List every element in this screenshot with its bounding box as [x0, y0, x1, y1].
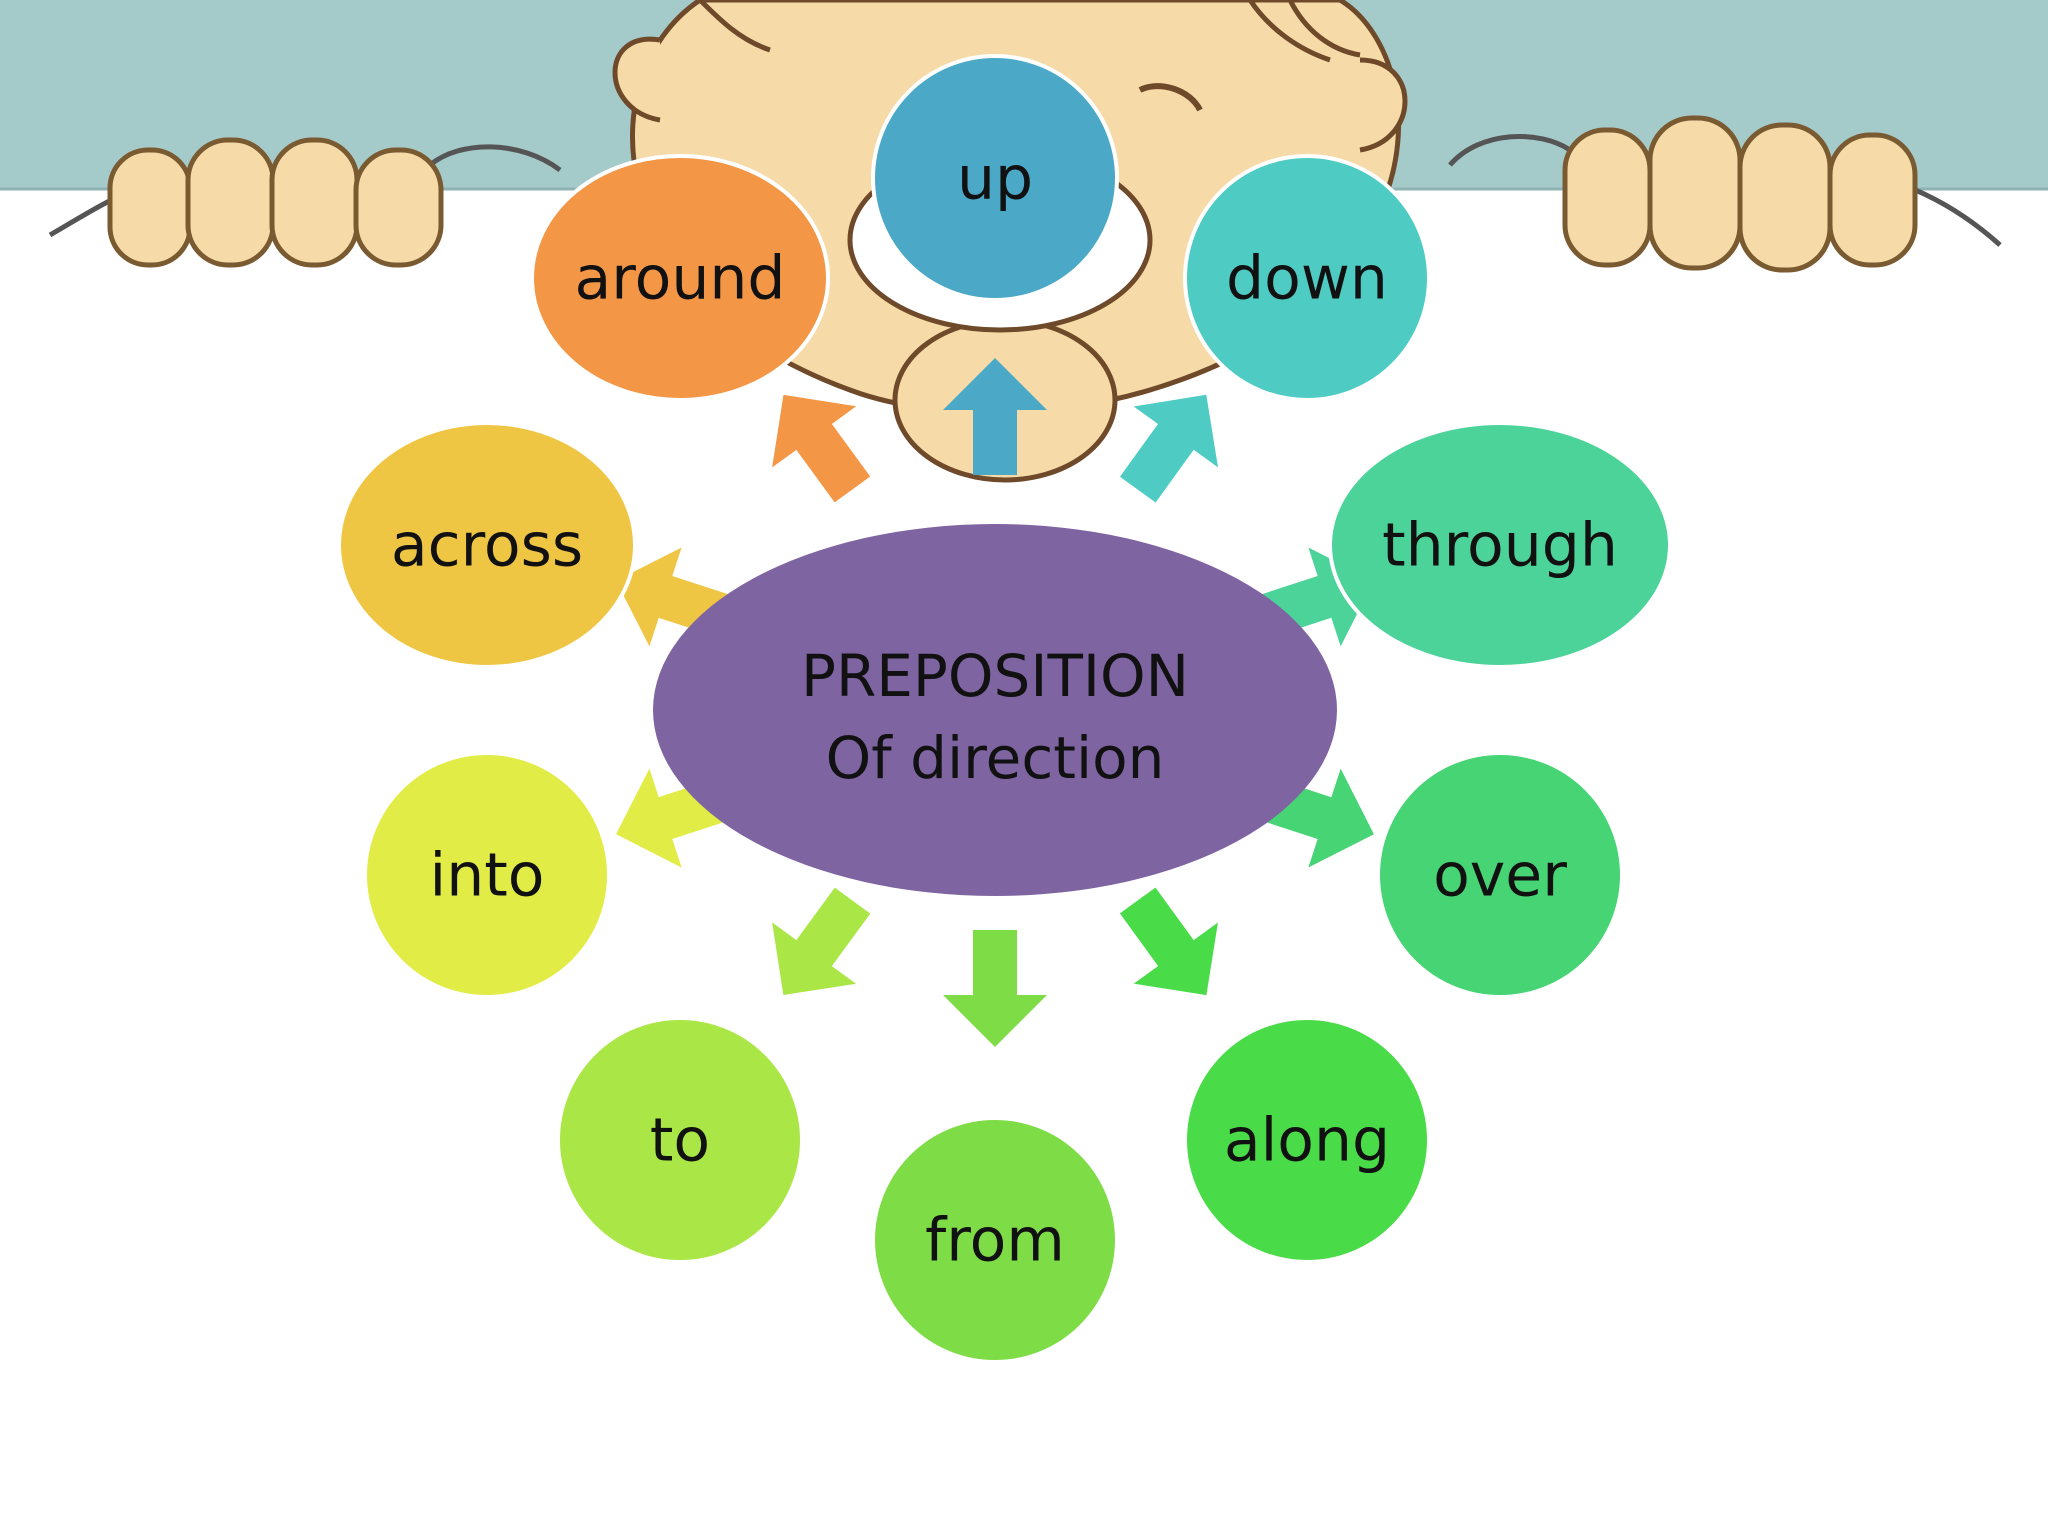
arrow-around: [772, 394, 871, 503]
bubble-through: through: [1328, 421, 1672, 669]
arrow-shape: [1119, 887, 1218, 996]
bubble-label: around: [575, 244, 786, 314]
bubble-label: to: [650, 1106, 710, 1176]
bubble-label: down: [1226, 244, 1388, 314]
bubble-label: across: [391, 511, 583, 581]
center-ellipse: [653, 524, 1337, 896]
finger: [1562, 127, 1653, 268]
bubble-label: into: [430, 841, 545, 911]
center-subtitle: Of direction: [826, 724, 1165, 792]
arrow-up: [943, 358, 1047, 475]
bubble-shape: [363, 751, 611, 999]
bubble-shape: [337, 421, 637, 669]
bubble-label: through: [1382, 511, 1618, 581]
bubble-shape: [530, 154, 830, 402]
arrow-to: [772, 887, 871, 996]
bubble-over: over: [1376, 751, 1624, 999]
finger: [1737, 122, 1833, 273]
bubble-down: down: [1183, 154, 1431, 402]
bubble-group: up down through over along from to into across ar…: [337, 54, 1672, 1364]
arrow-shape: [1119, 394, 1219, 503]
bubble-shape: [1328, 421, 1672, 669]
right-hand: [1448, 115, 2002, 273]
arrow-shape: [943, 930, 1047, 1047]
center-node: PREPOSITION Of direction: [653, 524, 1337, 896]
bubble-shape: [1183, 154, 1431, 402]
bubble-label: over: [1433, 841, 1567, 911]
finger: [353, 147, 444, 268]
hair-line: [698, 0, 771, 53]
right-eye: [1138, 83, 1203, 112]
arrow-along: [1119, 887, 1218, 996]
bubble-across: across: [337, 421, 637, 669]
bubble-into: into: [363, 751, 611, 999]
finger: [1827, 132, 1918, 268]
right-ear: [1359, 57, 1408, 153]
bubble-label: up: [957, 144, 1033, 214]
left-ear: [612, 36, 661, 123]
bubble-shape: [1376, 751, 1624, 999]
arrow-shape: [772, 887, 871, 996]
hair-line: [1287, 0, 1361, 58]
bubble-to: to: [556, 1016, 804, 1264]
finger: [185, 137, 276, 268]
bubble-label: from: [925, 1206, 1065, 1276]
bubble-along: along: [1183, 1016, 1431, 1264]
arrow-from: [943, 930, 1047, 1047]
hair-line: [1247, 0, 1331, 63]
bubble-shape: [871, 54, 1119, 302]
center-title: PREPOSITION: [801, 642, 1189, 710]
finger: [269, 137, 360, 268]
bubble-label: along: [1224, 1106, 1390, 1176]
arrow-down: [1119, 394, 1219, 503]
bubble-shape: [871, 1116, 1119, 1364]
finger: [1647, 115, 1743, 271]
bubble-from: from: [871, 1116, 1119, 1364]
arrow-shape: [772, 394, 871, 503]
finger: [107, 147, 193, 268]
bubble-shape: [1183, 1016, 1431, 1264]
bubble-shape: [556, 1016, 804, 1264]
bubble-up: up: [871, 54, 1119, 302]
left-hand: [48, 137, 562, 268]
arrow-shape: [943, 358, 1047, 475]
bubble-around: around: [530, 154, 830, 402]
